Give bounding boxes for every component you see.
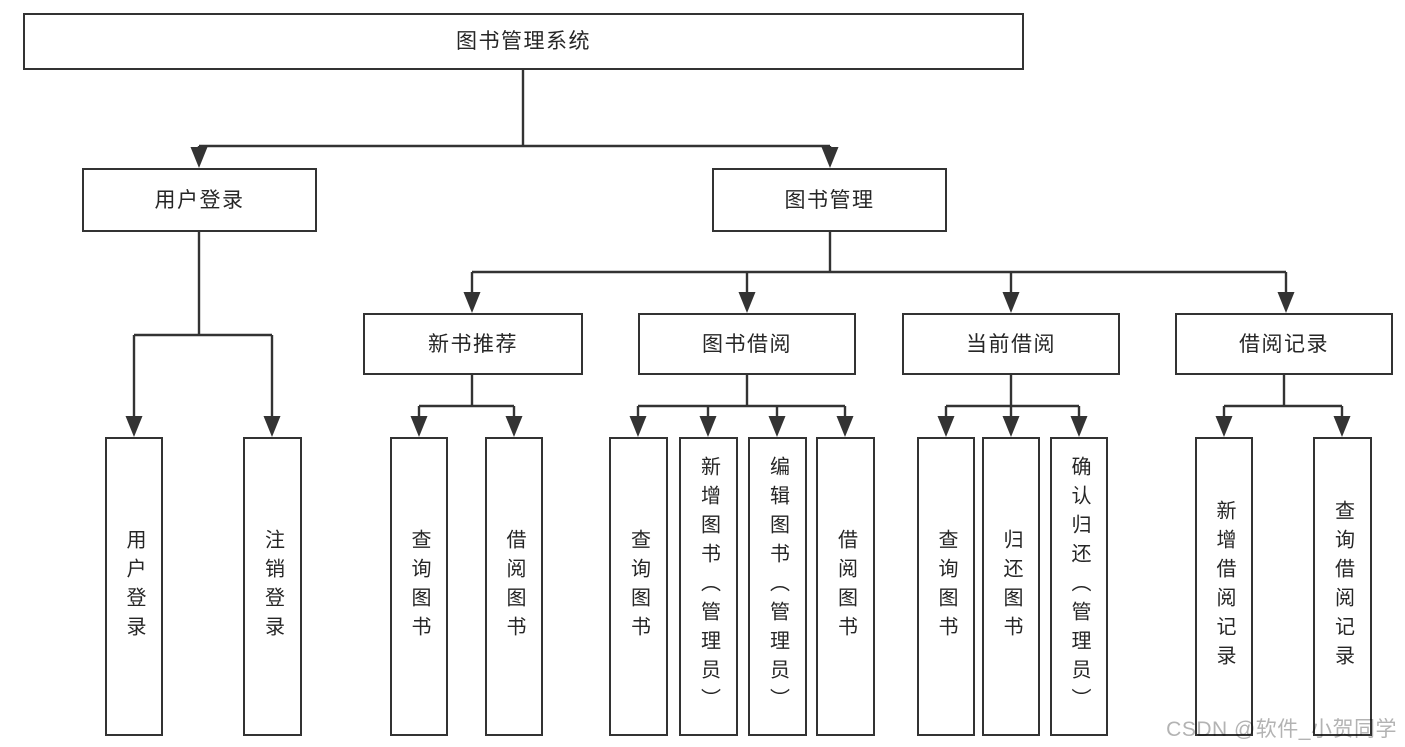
- node-library-management-system: 图书管理系统: [23, 13, 1024, 70]
- connector-book-mgmt-to-level3: [463, 232, 1295, 313]
- node-label: 查询图书: [935, 528, 957, 645]
- node-label: 图书管理系统: [456, 30, 591, 53]
- connector-borrow-record-to-leaves: [1215, 375, 1351, 437]
- node-label: 注销登录: [261, 528, 284, 645]
- node-label: 查询图书: [627, 528, 650, 645]
- node-label: 新增图书（管理员）: [697, 456, 720, 717]
- node-label: 借阅图书: [503, 528, 525, 645]
- leaf-logout: 注销登录: [243, 437, 302, 736]
- node-user-login: 用户登录: [82, 168, 317, 232]
- node-book-borrow: 图书借阅: [638, 313, 856, 375]
- node-label: 新增借阅记录: [1213, 499, 1235, 674]
- leaf-borrow-borrow-books: 借阅图书: [816, 437, 875, 736]
- connector-user-login-to-leaves: [125, 232, 281, 437]
- connector-book-borrow-to-leaves: [629, 375, 854, 437]
- node-label: 确认归还（管理员）: [1068, 456, 1090, 717]
- node-label: 新书推荐: [428, 332, 518, 356]
- node-label: 借阅图书: [834, 528, 857, 645]
- connector-root-to-level2: [190, 69, 839, 168]
- node-label: 归还图书: [1000, 528, 1022, 645]
- leaf-record-add-borrow-record: 新增借阅记录: [1195, 437, 1253, 736]
- node-new-book-recommend: 新书推荐: [363, 313, 583, 375]
- leaf-current-query-books: 查询图书: [917, 437, 975, 736]
- node-label: 图书管理: [784, 188, 875, 212]
- connector-current-borrow-to-leaves: [937, 375, 1088, 437]
- node-label: 编辑图书（管理员）: [766, 456, 789, 717]
- node-label: 用户登录: [123, 528, 145, 645]
- node-label: 图书借阅: [702, 332, 792, 356]
- node-label: 当前借阅: [966, 332, 1056, 356]
- leaf-borrow-query-books: 查询图书: [609, 437, 668, 736]
- node-label: 用户登录: [154, 188, 245, 212]
- leaf-borrow-edit-books-admin: 编辑图书（管理员）: [748, 437, 807, 736]
- leaf-recommend-query-books: 查询图书: [390, 437, 448, 736]
- node-borrow-record: 借阅记录: [1175, 313, 1393, 375]
- node-label: 查询图书: [408, 528, 430, 645]
- node-label: 查询借阅记录: [1331, 499, 1354, 674]
- leaf-user-login: 用户登录: [105, 437, 163, 736]
- node-book-management: 图书管理: [712, 168, 947, 232]
- leaf-recommend-borrow-books: 借阅图书: [485, 437, 543, 736]
- csdn-watermark: CSDN @软件_小贺同学: [1166, 718, 1397, 741]
- node-current-borrow: 当前借阅: [902, 313, 1120, 375]
- node-label: 借阅记录: [1239, 332, 1329, 356]
- leaf-borrow-add-books-admin: 新增图书（管理员）: [679, 437, 738, 736]
- leaf-current-confirm-return-admin: 确认归还（管理员）: [1050, 437, 1108, 736]
- leaf-current-return-books: 归还图书: [982, 437, 1040, 736]
- connector-new-book-rec-to-leaves: [410, 375, 523, 437]
- leaf-record-query-borrow-record: 查询借阅记录: [1313, 437, 1372, 736]
